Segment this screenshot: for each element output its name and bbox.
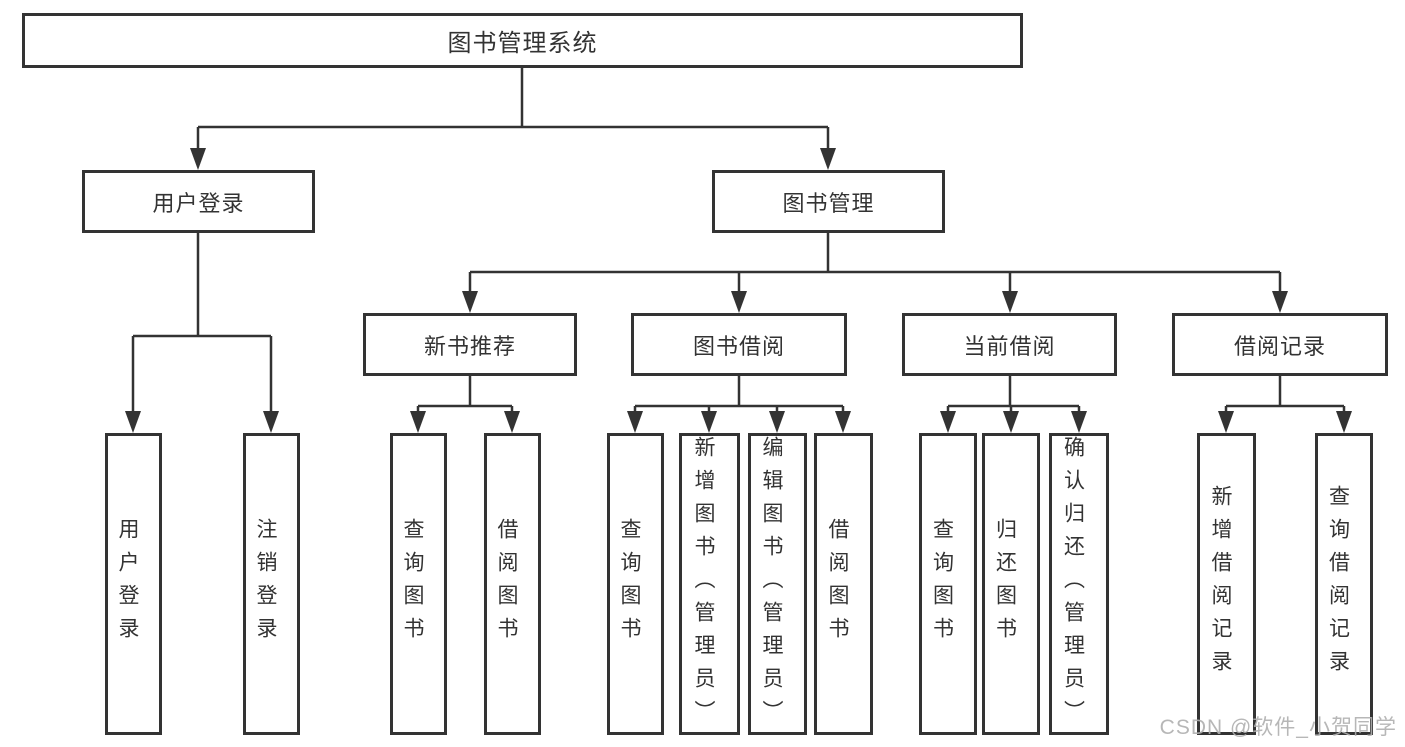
node-book-management: 图书管理 (712, 170, 945, 233)
node-label: 查询图书 (618, 518, 641, 650)
connector-currentborrow-to-leaves (946, 376, 1081, 413)
node-borrowing-records: 借阅记录 (1172, 313, 1388, 376)
node-current-borrowing: 当前借阅 (902, 313, 1117, 376)
node-leaf-add-borrow-record: 新增借阅记录 (1197, 433, 1256, 735)
node-leaf-logout: 注销登录 (243, 433, 300, 735)
arrowheads-userlogin-leaves (125, 411, 279, 433)
arrowheads-leaf-row (410, 411, 1352, 433)
node-label: 注销登录 (254, 518, 277, 650)
node-label: 查询图书 (930, 518, 954, 650)
arrowheads-level2 (190, 148, 836, 170)
node-label: 借阅图书 (826, 518, 849, 650)
node-leaf-query-books-newbooks: 查询图书 (390, 433, 447, 735)
arrowheads-level3 (462, 291, 1288, 313)
connector-records-to-leaves (1224, 376, 1346, 413)
node-label: 借阅图书 (495, 518, 518, 650)
node-label: 用户登录 (152, 190, 245, 216)
connector-root-to-level2 (196, 68, 830, 150)
node-leaf-user-login: 用户登录 (105, 433, 162, 735)
node-label: 新增借阅记录 (1209, 485, 1232, 683)
node-new-book-recommend: 新书推荐 (363, 313, 577, 376)
node-leaf-query-books-borrowing: 查询图书 (607, 433, 664, 735)
csdn-watermark: CSDN @软件_小贺同学 (1159, 716, 1397, 739)
node-label: 归还图书 (993, 518, 1017, 650)
node-leaf-edit-book-admin: 编辑图书（管理员） (748, 433, 807, 735)
node-label: 图书管理系统 (447, 30, 598, 57)
node-label: 查询借阅记录 (1326, 485, 1350, 683)
node-book-borrowing: 图书借阅 (631, 313, 847, 376)
node-label: 当前借阅 (963, 333, 1056, 359)
node-leaf-return-book: 归还图书 (982, 433, 1040, 735)
connector-userlogin-to-leaves (131, 233, 273, 413)
node-leaf-query-books-current: 查询图书 (919, 433, 977, 735)
connector-bookmgmt-to-level3 (468, 233, 1282, 293)
node-library-management-system: 图书管理系统 (22, 13, 1023, 68)
node-label: 图书借阅 (692, 333, 785, 359)
node-leaf-add-book-admin: 新增图书（管理员） (679, 433, 740, 735)
connector-newbooks-to-leaves (416, 376, 514, 413)
node-label: 新书推荐 (423, 333, 516, 359)
node-label: 编辑图书（管理员） (760, 435, 783, 733)
node-leaf-borrow-books-newbooks: 借阅图书 (484, 433, 541, 735)
node-label: 新增图书（管理员） (692, 435, 715, 733)
node-leaf-borrow-books-borrowing: 借阅图书 (814, 433, 873, 735)
node-label: 借阅记录 (1233, 333, 1326, 359)
node-label: 确认归还（管理员） (1061, 435, 1085, 733)
node-label: 用户登录 (116, 518, 139, 650)
node-label: 查询图书 (401, 518, 424, 650)
connector-bookborrow-to-leaves (633, 376, 845, 413)
node-leaf-confirm-return-admin: 确认归还（管理员） (1049, 433, 1109, 735)
node-user-login: 用户登录 (82, 170, 315, 233)
node-leaf-query-borrow-record: 查询借阅记录 (1315, 433, 1373, 735)
node-label: 图书管理 (782, 190, 875, 216)
